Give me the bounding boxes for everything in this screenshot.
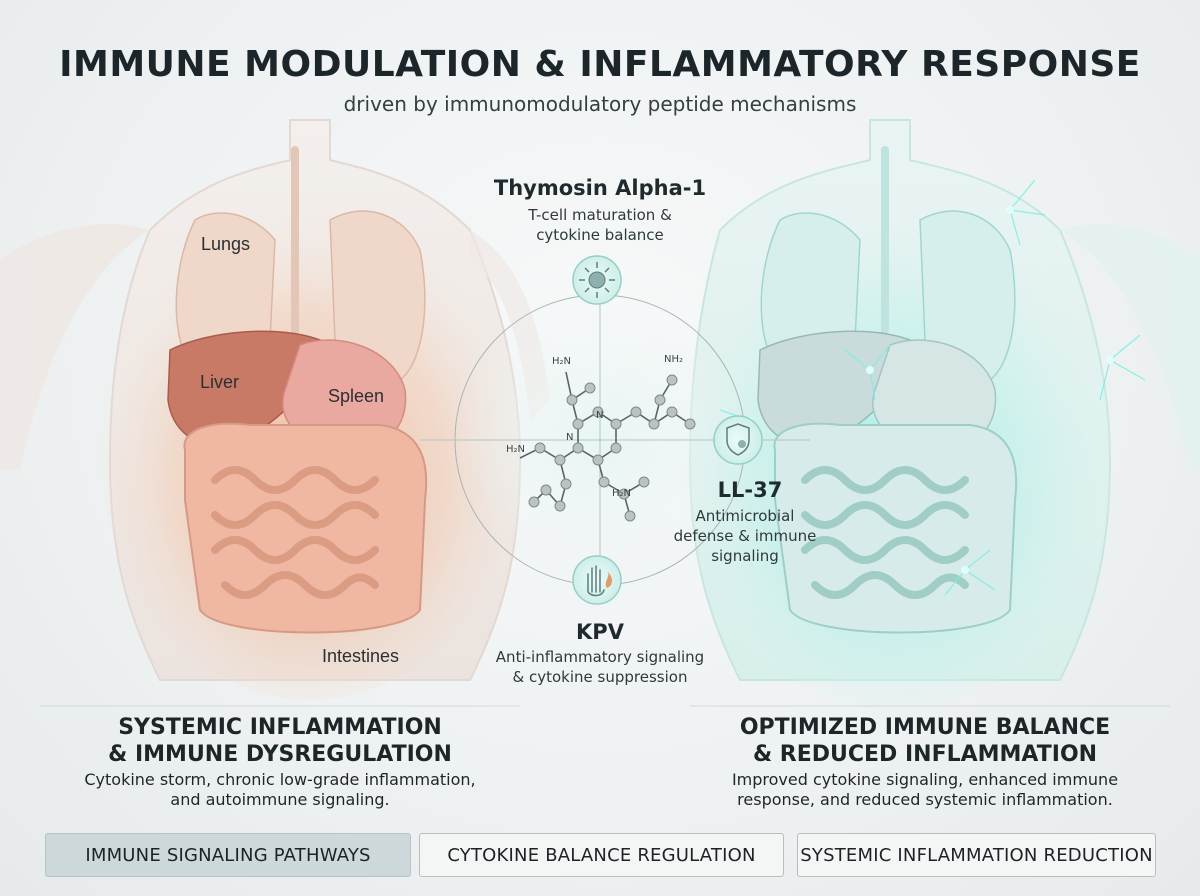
tag-cytokine-balance-regulation[interactable]: CYTOKINE BALANCE REGULATION <box>419 833 784 877</box>
right-description: Improved cytokine signaling, enhanced im… <box>680 770 1170 810</box>
thymosin-name: Thymosin Alpha-1 <box>493 176 707 200</box>
left-torso <box>0 119 550 700</box>
kpv-desc: Anti-inflammatory signaling & cytokine s… <box>460 647 740 687</box>
ll37-desc-line2: defense & immune <box>673 527 817 545</box>
right-heading: OPTIMIZED IMMUNE BALANCE & REDUCED INFLA… <box>680 714 1170 768</box>
molecule-label-nh2-d: H₂N <box>612 488 631 499</box>
right-description-line2: response, and reduced systemic inflammat… <box>737 790 1113 809</box>
left-heading: SYSTEMIC INFLAMMATION & IMMUNE DYSREGULA… <box>40 714 520 768</box>
thymosin-desc-line1: T-cell maturation & <box>528 206 672 224</box>
molecule-atoms <box>528 374 696 522</box>
molecule-label-nh2-a: H₂N <box>552 356 571 367</box>
tag-immune-signaling-pathways[interactable]: IMMUNE SIGNALING PATHWAYS <box>45 833 411 877</box>
ll37-name: LL-37 <box>717 478 783 502</box>
thymosin-desc: T-cell maturation & cytokine balance <box>470 205 730 245</box>
left-small-intestine <box>211 466 379 599</box>
organ-label-intestines: Intestines <box>322 646 400 666</box>
molecule-label-n-b: N <box>566 432 573 443</box>
right-heading-line1: OPTIMIZED IMMUNE BALANCE <box>739 715 1111 740</box>
organ-label-liver: Liver <box>200 372 240 392</box>
organ-label-lungs: Lungs <box>201 234 251 254</box>
left-description-line2: and autoimmune signaling. <box>170 790 390 809</box>
hand-flame-icon <box>572 555 622 605</box>
tag-systemic-inflammation-reduction[interactable]: SYSTEMIC INFLAMMATION REDUCTION <box>797 833 1156 877</box>
right-torso <box>675 119 1200 710</box>
molecule-label-n-a: N <box>596 410 603 421</box>
cell-signal-icon <box>572 255 622 305</box>
molecule-label-nh2-c: H₂N <box>506 444 525 455</box>
left-heading-line2: & IMMUNE DYSREGULATION <box>108 742 452 767</box>
kpv-desc-line1: Anti-inflammatory signaling <box>495 648 705 666</box>
shield-microbe-icon <box>713 415 763 465</box>
page-subtitle: driven by immunomodulatory peptide mecha… <box>343 92 857 116</box>
kpv-desc-line2: & cytokine suppression <box>512 668 688 686</box>
kpv-name: KPV <box>576 620 624 644</box>
molecule-label-nh2-b: NH₂ <box>664 354 683 365</box>
left-heading-line1: SYSTEMIC INFLAMMATION <box>118 715 442 740</box>
ll37-desc: Antimicrobial defense & immune signaling <box>655 506 835 566</box>
ll37-desc-line1: Antimicrobial <box>695 507 795 525</box>
left-description-line1: Cytokine storm, chronic low-grade inflam… <box>84 770 476 789</box>
thymosin-desc-line2: cytokine balance <box>536 226 664 244</box>
organ-label-spleen: Spleen <box>328 386 385 406</box>
page-title: IMMUNE MODULATION & INFLAMMATORY RESPONS… <box>59 44 1141 85</box>
right-description-line1: Improved cytokine signaling, enhanced im… <box>731 770 1119 789</box>
left-description: Cytokine storm, chronic low-grade inflam… <box>30 770 530 810</box>
right-heading-line2: & REDUCED INFLAMMATION <box>752 742 1098 767</box>
ll37-desc-line3: signaling <box>711 547 779 565</box>
left-large-intestine <box>183 422 428 634</box>
